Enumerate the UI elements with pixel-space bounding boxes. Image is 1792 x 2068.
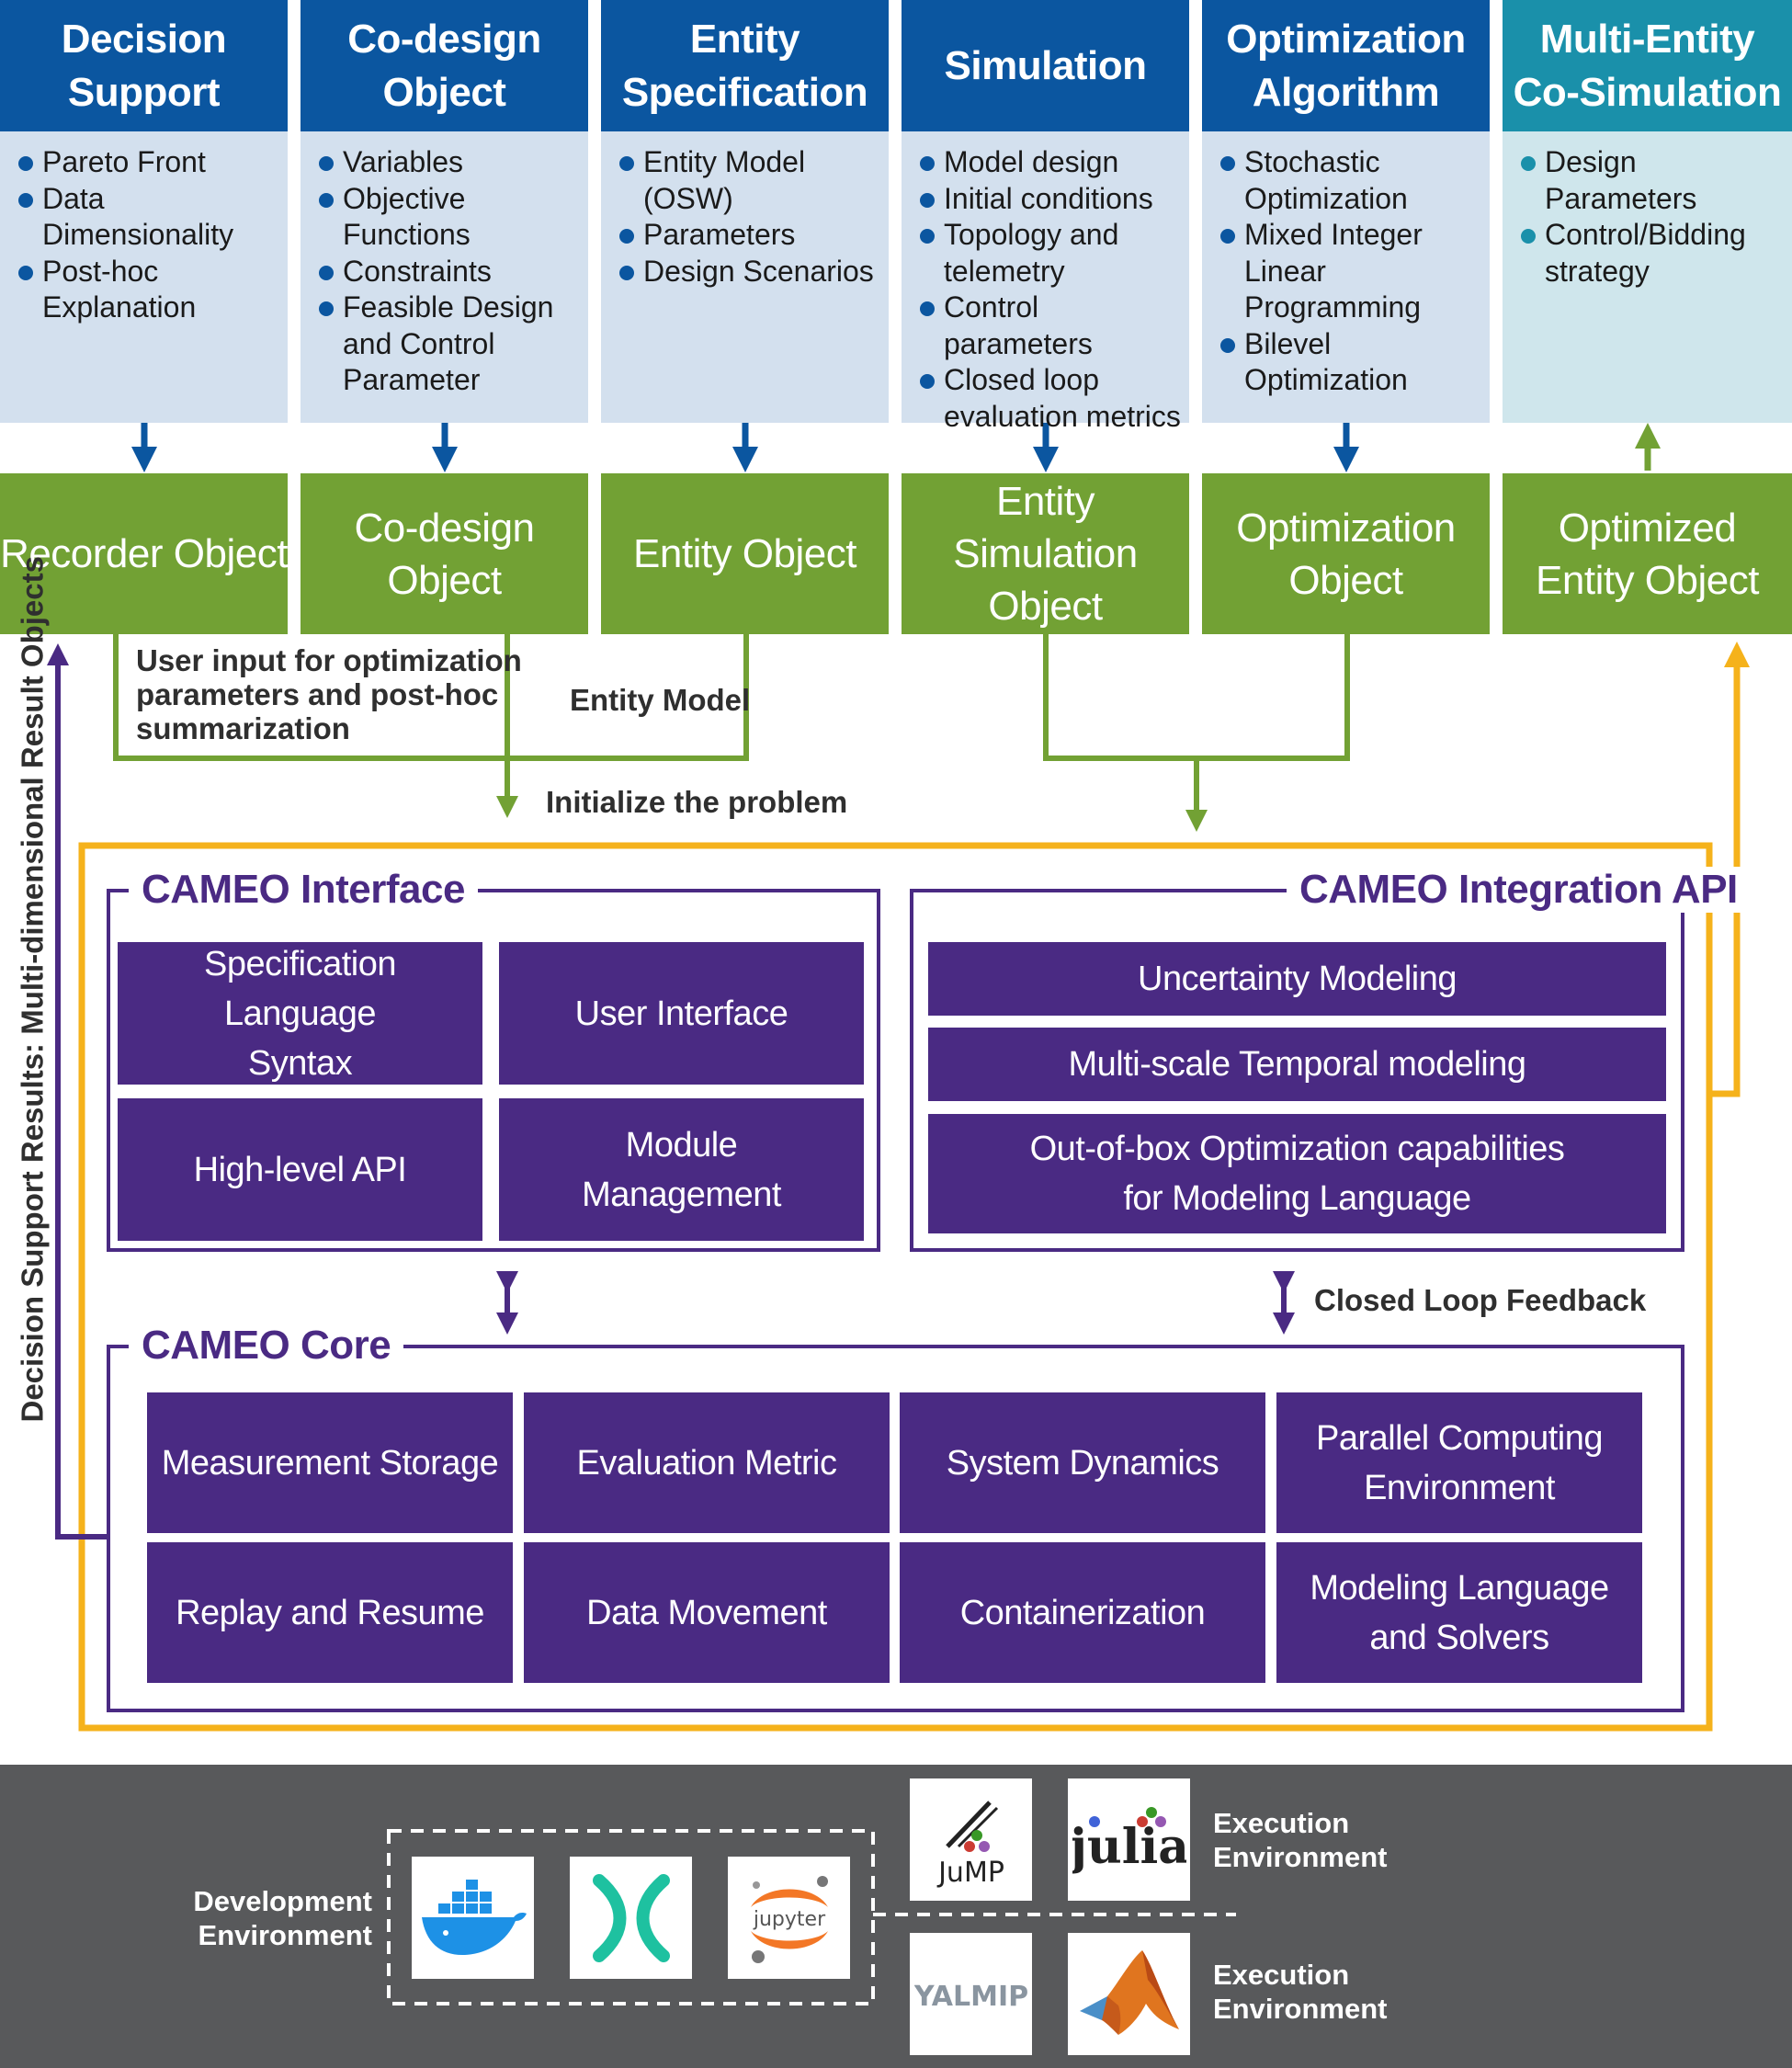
- parallel-computing-box: Parallel Computing Environment: [1276, 1392, 1642, 1533]
- col-body-co-design-object: Variables Objective Functions Constraint…: [301, 131, 588, 423]
- optimization-object: Optimization Object: [1202, 473, 1490, 634]
- user-interface-box: User Interface: [499, 942, 864, 1085]
- decision-results-line: [47, 643, 107, 1540]
- list-item: Objective Functions: [317, 181, 581, 254]
- col-head-entity-specification: Entity Specification: [601, 0, 889, 131]
- measurement-storage-box: Measurement Storage: [147, 1392, 513, 1533]
- modeling-language-solvers-box: Modeling Language and Solvers: [1276, 1542, 1642, 1683]
- list-item: Closed loop evaluation metrics: [918, 362, 1182, 435]
- evaluation-metric-box: Evaluation Metric: [524, 1392, 890, 1533]
- list-item: Stochastic Optimization: [1219, 144, 1482, 217]
- list-item: Control parameters: [918, 290, 1182, 362]
- list-item: Post-hoc Explanation: [17, 254, 280, 326]
- list-item: Entity Model (OSW): [618, 144, 881, 217]
- co-design-object: Co-design Object: [301, 473, 588, 634]
- list-item: Feasible Design and Control Parameter: [317, 290, 581, 399]
- jump-icon: JuMP: [936, 1800, 1004, 1889]
- col-body-simulation: Model design Initial conditions Topology…: [902, 131, 1189, 433]
- svg-text:YALMIP: YALMIP: [914, 1981, 1028, 2013]
- jupyter-tile: jupyter: [728, 1857, 850, 1979]
- col-body-multi-entity-co-simulation: Design Parameters Control/Bidding strate…: [1503, 131, 1792, 423]
- replay-resume-box: Replay and Resume: [147, 1542, 513, 1683]
- jupyter-icon: jupyter: [750, 1875, 828, 1963]
- yellow-loop: [78, 642, 1750, 1732]
- uncertainty-modeling-box: Uncertainty Modeling: [928, 942, 1666, 1016]
- list-item: Data Dimensionality: [17, 181, 280, 254]
- cameo-interface-frame: [107, 889, 880, 1252]
- cameo-core-title: CAMEO Core: [129, 1323, 404, 1369]
- recorder-object: Recorder Object: [0, 473, 288, 634]
- footer-dashed-lines: [387, 1829, 1236, 2006]
- spec-language-syntax-box: Specification Language Syntax: [118, 942, 482, 1085]
- docker-icon: [421, 1879, 527, 1955]
- execution-environment-label-top: Execution Environment: [1213, 1807, 1388, 1873]
- col-body-optimization-algorithm: Stochastic Optimization Mixed Integer Li…: [1202, 131, 1490, 423]
- list-item: Parameters: [618, 217, 881, 254]
- julia-icon: julia: [1072, 1806, 1186, 1875]
- module-management-box: Module Management: [499, 1098, 864, 1241]
- user-input-label: User input for optimization parameters a…: [136, 643, 522, 745]
- header-to-object-arrows: [131, 423, 1359, 472]
- list-item: Model design: [918, 144, 1182, 181]
- col-head-decision-support: Decision Support: [0, 0, 288, 131]
- containerization-box: Containerization: [900, 1542, 1265, 1683]
- green-flow-lines: [113, 634, 1350, 832]
- list-item: Control/Bidding strategy: [1519, 217, 1785, 290]
- svg-text:julia: julia: [1072, 1819, 1186, 1875]
- list-item: Constraints: [317, 254, 581, 290]
- development-environment-label: Development Environment: [193, 1885, 372, 1951]
- col-head-co-design-object: Co-design Object: [301, 0, 588, 131]
- col-body-entity-specification: Entity Model (OSW) Parameters Design Sce…: [601, 131, 889, 423]
- cameo-interface-title: CAMEO Interface: [129, 867, 478, 913]
- data-movement-box: Data Movement: [524, 1542, 890, 1683]
- list-item: Design Parameters: [1519, 144, 1785, 217]
- matlab-tile: [1068, 1933, 1190, 2055]
- x-editor-tile: [570, 1857, 692, 1979]
- list-item: Variables: [317, 144, 581, 181]
- list-item: Bilevel Optimization: [1219, 326, 1482, 399]
- closed-loop-feedback-label: Closed Loop Feedback: [1314, 1283, 1647, 1317]
- entity-object: Entity Object: [601, 473, 889, 634]
- multi-scale-temporal-box: Multi-scale Temporal modeling: [928, 1028, 1666, 1101]
- list-item: Design Scenarios: [618, 254, 881, 290]
- execution-environment-label-bottom: Execution Environment: [1213, 1959, 1388, 2025]
- svg-text:JuMP: JuMP: [936, 1857, 1004, 1889]
- high-level-api-box: High-level API: [118, 1098, 482, 1241]
- docker-tile: [412, 1857, 534, 1979]
- list-item: Mixed Integer Linear Programming: [1219, 217, 1482, 326]
- list-item: Pareto Front: [17, 144, 280, 181]
- list-item: Topology and telemetry: [918, 217, 1182, 290]
- x-editor-icon: [592, 1873, 670, 1962]
- col-head-simulation: Simulation: [902, 0, 1189, 131]
- entity-simulation-object: Entity Simulation Object: [902, 473, 1189, 634]
- col-head-multi-entity-co-simulation: Multi-Entity Co-Simulation: [1503, 0, 1792, 131]
- cameo-integration-title: CAMEO Integration API: [1287, 867, 1751, 913]
- yalmip-tile: YALMIP: [910, 1933, 1032, 2055]
- list-item: Initial conditions: [918, 181, 1182, 218]
- optimized-entity-object: Optimized Entity Object: [1503, 473, 1792, 634]
- col-head-optimization-algorithm: Optimization Algorithm: [1202, 0, 1490, 131]
- interface-core-double-arrows: [496, 1271, 1295, 1335]
- cameo-core-frame: [107, 1345, 1684, 1712]
- svg-text:jupyter: jupyter: [752, 1908, 825, 1931]
- yalmip-icon: YALMIP: [914, 1981, 1028, 2013]
- entity-model-label: Entity Model: [570, 683, 751, 717]
- initialize-problem-label: Initialize the problem: [546, 785, 848, 819]
- col-body-decision-support: Pareto Front Data Dimensionality Post-ho…: [0, 131, 288, 423]
- out-of-box-optimization-box: Out-of-box Optimization capabilities for…: [928, 1114, 1666, 1233]
- jump-tile: JuMP: [910, 1778, 1032, 1901]
- system-dynamics-box: System Dynamics: [900, 1392, 1265, 1533]
- matlab-icon: [1079, 1949, 1179, 2035]
- julia-tile: julia: [1068, 1778, 1190, 1901]
